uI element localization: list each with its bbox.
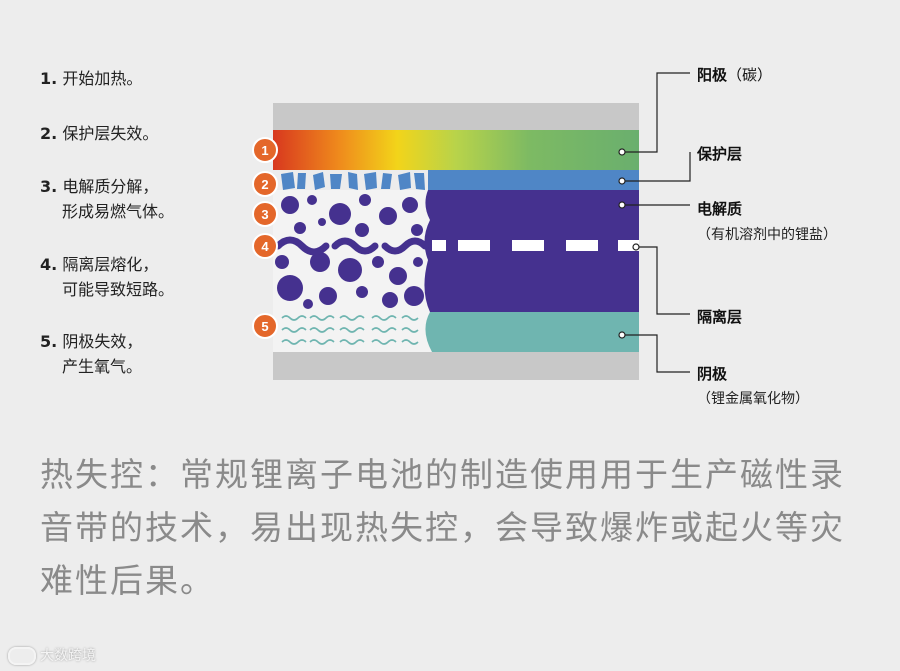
casing-top — [273, 103, 639, 130]
casing-bottom — [273, 352, 639, 380]
label-separator: 隔离层 — [697, 306, 742, 327]
watermark-logo-icon — [8, 647, 36, 665]
svg-text:3: 3 — [261, 207, 268, 222]
label-electrolyte: 电解质 — [697, 198, 742, 219]
svg-text:2: 2 — [261, 177, 268, 192]
svg-text:1: 1 — [261, 143, 268, 158]
label-anode-sub: （碳） — [727, 66, 772, 84]
svg-text:4: 4 — [261, 239, 269, 254]
protective-fragments — [281, 172, 425, 190]
caption-text: 热失控：常规锂离子电池的制造使用用于生产磁性录音带的技术，易出现热失控，会导致爆… — [40, 448, 870, 607]
label-anode: 阳极（碳） — [697, 64, 772, 85]
marker-5: 5 — [253, 314, 277, 338]
svg-text:5: 5 — [261, 319, 268, 334]
watermark-text: 大数跨境 — [40, 648, 96, 664]
marker-1: 1 — [253, 138, 277, 162]
label-cathode-sub: （锂金属氧化物） — [697, 388, 809, 408]
label-cathode: 阴极 — [697, 363, 727, 384]
label-protective: 保护层 — [697, 143, 742, 164]
marker-2: 2 — [253, 172, 277, 196]
marker-4: 4 — [253, 234, 277, 258]
label-electrolyte-sub: （有机溶剂中的锂盐） — [697, 224, 837, 244]
marker-3: 3 — [253, 202, 277, 226]
anode-layer — [273, 130, 639, 170]
watermark: 大数跨境 — [8, 645, 96, 665]
